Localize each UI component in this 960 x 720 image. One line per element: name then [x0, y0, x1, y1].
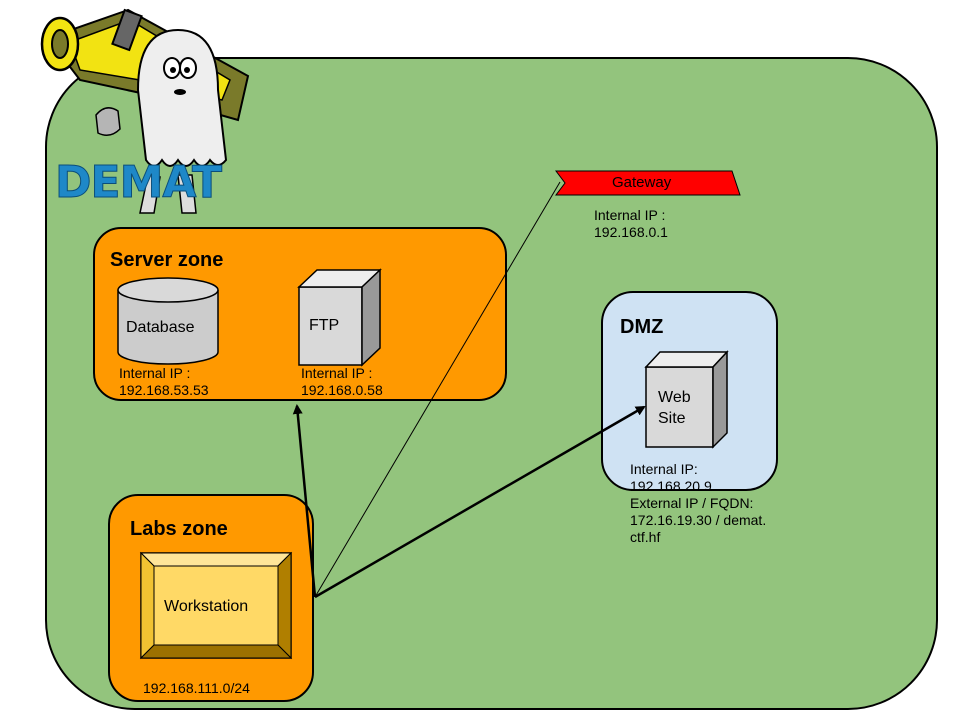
- website-label-line2: Site: [658, 410, 686, 427]
- website-label-line1: Web: [658, 389, 691, 406]
- labs-zone-title: Labs zone: [130, 518, 228, 540]
- ftp-label: FTP: [309, 317, 340, 334]
- server-zone-title: Server zone: [110, 249, 224, 271]
- website-node[interactable]: [644, 350, 729, 449]
- labs-subnet-label: 192.168.111.0/24: [143, 680, 250, 696]
- workstation-node[interactable]: [139, 551, 293, 660]
- database-node[interactable]: [117, 277, 219, 365]
- database-ip-label: Internal IP : 192.168.53.53: [119, 365, 209, 398]
- link-workstation-website: [314, 405, 646, 599]
- demat-logo: [40, 8, 250, 214]
- database-label: Database: [126, 319, 195, 336]
- website-ip-label: Internal IP: 192.168.20.9 External IP / …: [630, 461, 767, 545]
- workstation-label: Workstation: [164, 598, 249, 615]
- gateway-node[interactable]: [555, 170, 741, 196]
- ftp-node[interactable]: [297, 268, 382, 367]
- gateway-label: Gateway: [612, 174, 672, 191]
- demat-logo-text: DEMAT: [55, 157, 222, 208]
- link-workstation-gateway: [314, 181, 561, 598]
- gateway-ip-label: Internal IP : 192.168.0.1: [594, 207, 668, 240]
- ftp-ip-label: Internal IP : 192.168.0.58: [301, 365, 383, 398]
- link-workstation-ftp: [292, 404, 317, 598]
- dmz-zone-title: DMZ: [620, 316, 664, 338]
